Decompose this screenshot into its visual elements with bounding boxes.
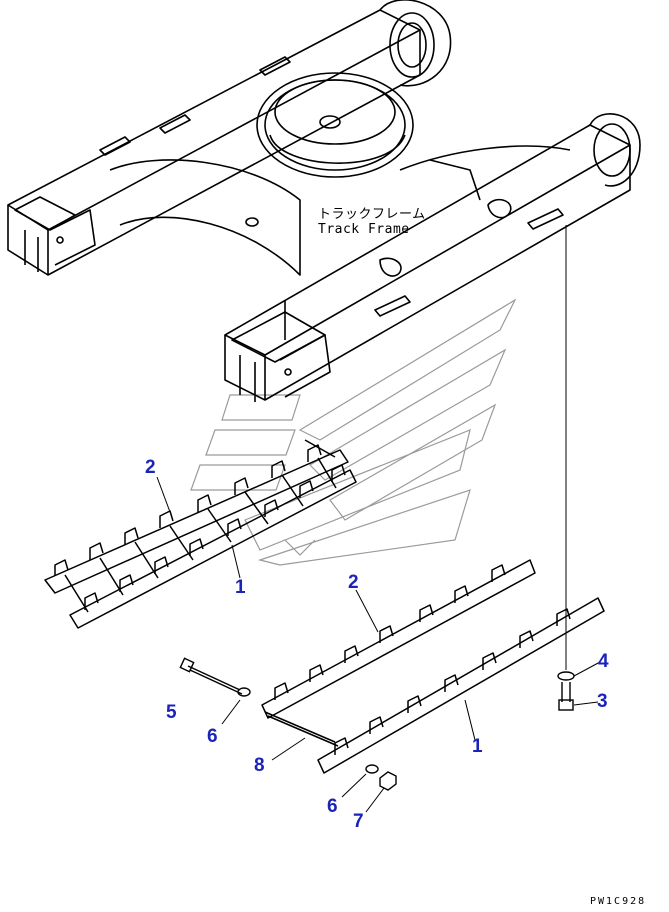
watermark-logo: [190, 298, 517, 566]
drawing-code: PW1C928: [590, 896, 647, 907]
callout-8: 8: [254, 755, 265, 776]
callout-leaders: [156, 476, 601, 813]
track-frame: [7, 0, 641, 402]
track-guard-lower-assembly: [261, 559, 605, 774]
callout-1-lower: 1: [472, 736, 483, 757]
callout-7: 7: [353, 811, 364, 832]
hardware: [179, 657, 575, 791]
callout-1-upper: 1: [235, 577, 246, 598]
track-guard-upper-assembly: [44, 439, 357, 629]
callout-5: 5: [166, 702, 177, 723]
callout-4: 4: [598, 651, 609, 672]
callout-6-lower: 6: [327, 796, 338, 817]
callout-2-lower: 2: [348, 572, 359, 593]
track-frame-label-jp: トラックフレーム: [318, 207, 426, 222]
callout-6-left: 6: [207, 726, 218, 747]
track-frame-label-en: Track Frame: [318, 221, 410, 237]
track-frame-label: トラックフレーム Track Frame: [318, 207, 426, 238]
callout-3: 3: [597, 691, 608, 712]
callout-2-upper: 2: [145, 457, 156, 478]
